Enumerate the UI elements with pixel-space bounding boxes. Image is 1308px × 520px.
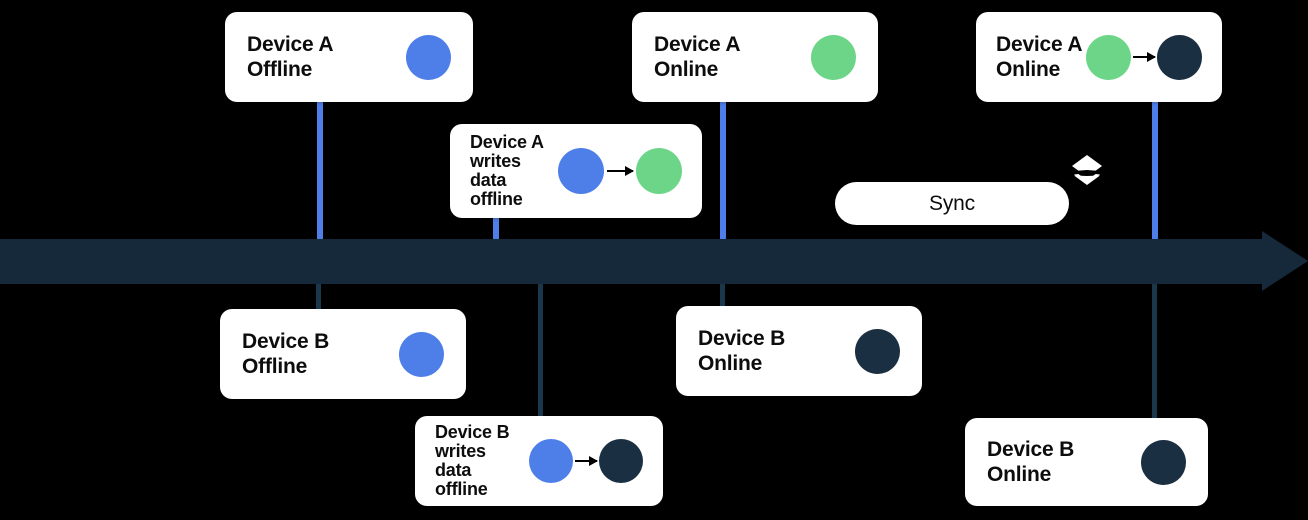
connector-device-b-online-synced <box>1152 280 1157 420</box>
card-label: Device B writes data offline <box>435 422 510 499</box>
card-graphic <box>1141 439 1186 485</box>
status-dot-green <box>811 34 856 80</box>
connector-device-b-online <box>720 280 725 307</box>
status-dot-blue <box>558 148 604 194</box>
card-graphic <box>811 34 856 80</box>
connector-device-b-writes <box>538 280 543 420</box>
card-label: Device A Offline <box>247 33 334 81</box>
connector-device-a-online <box>720 98 726 243</box>
card-device-b-writes-data-offline[interactable]: Device B writes data offline <box>415 416 663 506</box>
status-dot-blue <box>406 34 451 80</box>
card-graphic <box>855 328 900 374</box>
card-device-b-online[interactable]: Device B Online <box>676 306 922 396</box>
status-dot-green <box>1086 34 1131 80</box>
card-device-a-online-synced[interactable]: Device A Online <box>976 12 1222 102</box>
card-graphic <box>406 34 451 80</box>
card-device-a-online[interactable]: Device A Online <box>632 12 878 102</box>
timeline-bar <box>0 239 1262 284</box>
connector-device-a-online-synced <box>1152 98 1158 243</box>
card-label: Device A writes data offline <box>470 132 544 209</box>
status-dot-navy <box>855 328 900 374</box>
timeline-arrow-icon <box>1262 231 1308 291</box>
connector-device-a-writes <box>493 214 499 243</box>
card-label: Device B Offline <box>242 330 330 378</box>
card-device-b-online-synced[interactable]: Device B Online <box>965 418 1208 506</box>
transition-arrow-icon <box>1133 52 1156 62</box>
card-label: Device A Online <box>996 33 1083 81</box>
card-graphic <box>558 148 682 194</box>
layers-icon <box>1069 152 1105 188</box>
sync-label-pill[interactable]: Sync <box>835 182 1069 225</box>
connector-device-a-offline <box>317 98 323 243</box>
card-graphic <box>399 331 444 377</box>
card-graphic <box>1086 34 1202 80</box>
card-device-a-writes-data-offline[interactable]: Device A writes data offline <box>450 124 702 218</box>
status-dot-navy <box>1141 439 1186 485</box>
card-graphic <box>529 439 643 483</box>
card-label: Device B Online <box>987 438 1075 486</box>
status-dot-navy <box>599 439 643 483</box>
sync-label: Sync <box>929 191 975 215</box>
card-device-a-offline[interactable]: Device A Offline <box>225 12 473 102</box>
status-dot-blue <box>399 331 444 377</box>
status-dot-blue <box>529 439 573 483</box>
connector-device-b-offline <box>316 280 321 310</box>
card-label: Device B Online <box>698 327 786 375</box>
transition-arrow-icon <box>575 456 598 466</box>
card-label: Device A Online <box>654 33 741 81</box>
transition-arrow-icon <box>607 166 634 176</box>
card-device-b-offline[interactable]: Device B Offline <box>220 309 466 399</box>
status-dot-navy <box>1157 34 1202 80</box>
status-dot-green <box>636 148 682 194</box>
